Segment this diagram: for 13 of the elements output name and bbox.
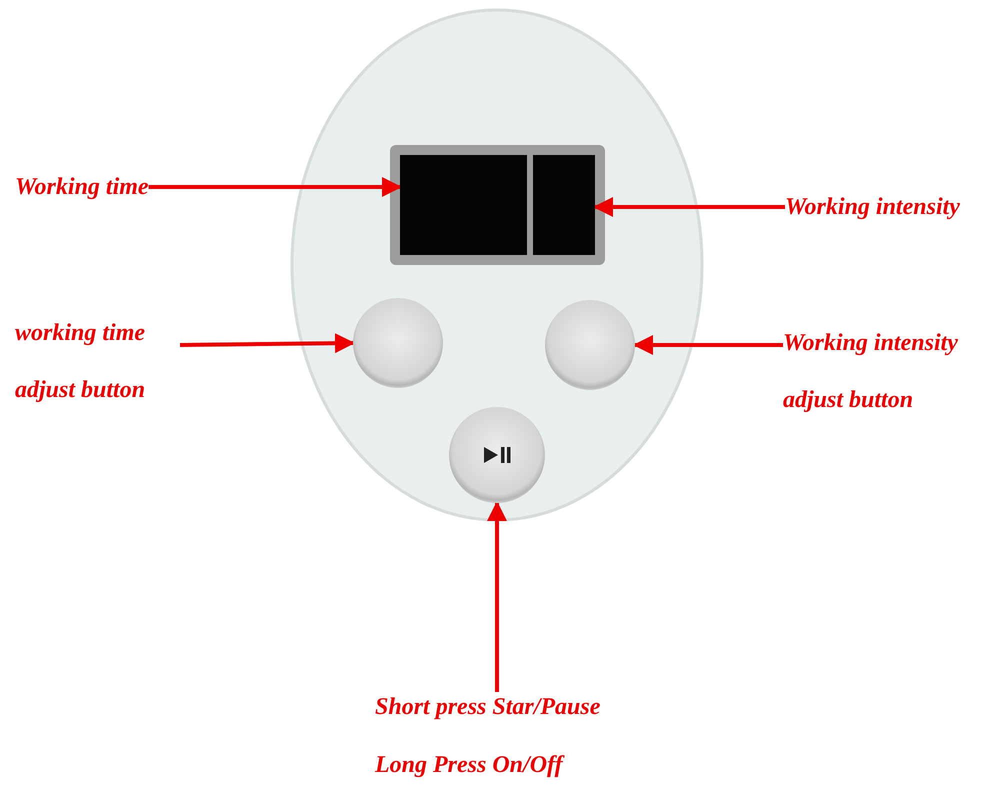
arrow	[180, 333, 355, 354]
arrow	[148, 177, 402, 197]
display-screen	[533, 155, 595, 255]
callout-label: Working intensity adjust button	[783, 315, 993, 429]
callout-label: Working time	[15, 172, 149, 202]
callout-label: working time adjust button	[15, 305, 180, 419]
callout-label: Working intensity	[785, 192, 960, 222]
callout-label: Long Press On/Off	[375, 751, 566, 780]
display-screen	[400, 155, 527, 255]
arrow	[487, 501, 507, 692]
callout-label: Short press Star/Pause	[375, 693, 600, 722]
arrow	[593, 197, 785, 217]
arrow	[633, 335, 783, 355]
